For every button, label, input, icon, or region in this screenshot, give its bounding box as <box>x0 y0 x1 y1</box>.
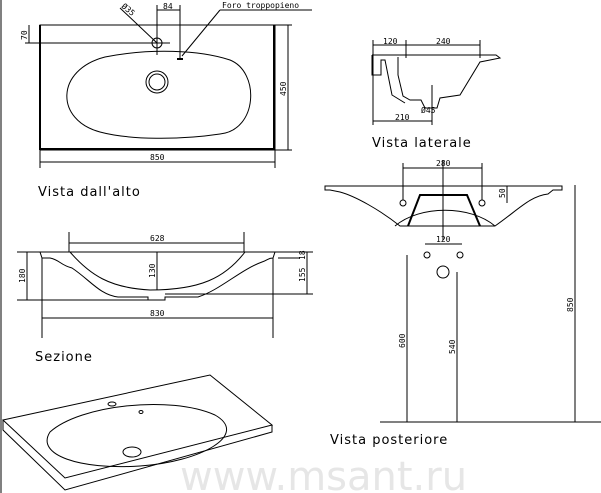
side-view-label: Vista laterale <box>372 136 472 151</box>
drain-icon <box>145 70 169 94</box>
dim-628: 628 <box>150 234 165 243</box>
top-view-label: Vista dall'alto <box>38 185 141 200</box>
dim-120-side: 120 <box>383 37 398 46</box>
dim-18: 18 <box>298 250 307 260</box>
bowl-3d <box>46 403 228 468</box>
watermark: www.msant.ru <box>180 454 467 493</box>
dim-830: 830 <box>150 309 165 318</box>
dim-850: 850 <box>150 153 165 162</box>
side-view: 120 240 210 Ø45 Vista laterale <box>371 37 502 151</box>
back-view: 280 50 120 600 540 850 Vista posteriore <box>324 159 601 448</box>
dim-130: 130 <box>148 263 157 278</box>
dim-tap-diameter: Ø35 <box>120 1 138 18</box>
fixing-hole-left <box>423 251 431 259</box>
dim-450: 450 <box>279 81 288 96</box>
dim-540: 540 <box>448 339 457 354</box>
dim-70: 70 <box>20 30 29 40</box>
waste-outlet <box>436 265 450 279</box>
fixing-hole-right <box>456 251 464 259</box>
dim-180: 180 <box>18 268 27 283</box>
dim-84: 84 <box>163 2 173 11</box>
section-label: Sezione <box>35 350 93 365</box>
bowl-outline <box>66 50 252 139</box>
dim-50: 50 <box>498 188 507 198</box>
back-view-label: Vista posteriore <box>330 433 448 448</box>
dim-210: 210 <box>395 113 410 122</box>
dim-240: 240 <box>436 37 451 46</box>
top-view: 850 450 70 84 Ø35 Foro troppopieno Vista… <box>20 1 312 200</box>
overflow-label: Foro troppopieno <box>222 1 299 10</box>
dim-850-height: 850 <box>566 297 575 312</box>
dim-120-back: 120 <box>436 235 451 244</box>
side-profile <box>372 54 502 109</box>
section-view: 628 830 180 130 155 18 Sezione <box>17 232 313 365</box>
dim-600: 600 <box>398 333 407 348</box>
section-profile <box>39 251 276 301</box>
overflow-hole <box>177 58 183 60</box>
dim-drain-diameter: Ø45 <box>421 105 436 115</box>
dim-155: 155 <box>298 267 307 282</box>
perspective-view <box>1 374 274 491</box>
